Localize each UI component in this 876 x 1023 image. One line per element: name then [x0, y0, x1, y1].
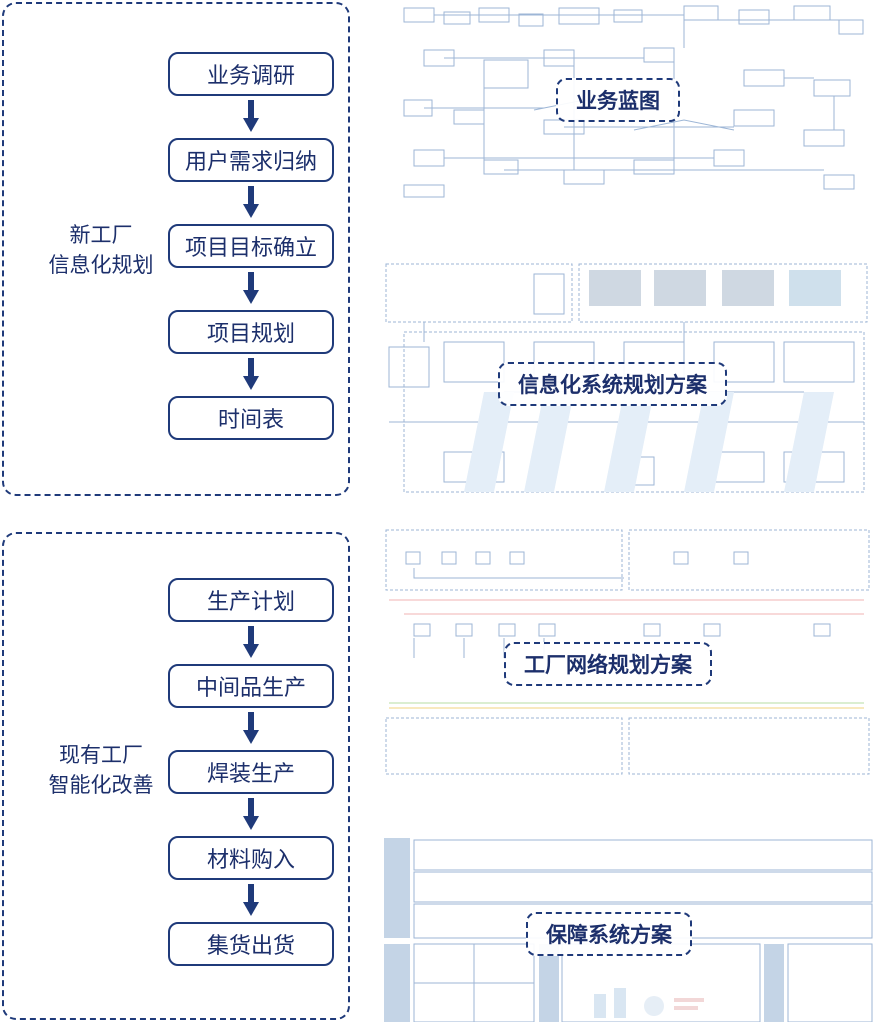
down-arrow-icon	[243, 626, 259, 658]
down-arrow-icon	[243, 884, 259, 916]
panel-label: 信息化系统规划方案	[498, 362, 727, 406]
it-system-plan-panel: 信息化系统规划方案	[384, 262, 874, 497]
step-project-planning: 项目规划	[168, 310, 334, 354]
business-blueprint-panel: 业务蓝图	[384, 0, 874, 205]
down-arrow-icon	[243, 358, 259, 390]
down-arrow-icon	[243, 798, 259, 830]
step-intermediate-production: 中间品生产	[168, 664, 334, 708]
down-arrow-icon	[243, 272, 259, 304]
step-production-plan: 生产计划	[168, 578, 334, 622]
existing-factory-group: 现有工厂 智能化改善	[2, 532, 350, 1020]
panel-label: 工厂网络规划方案	[504, 642, 712, 686]
down-arrow-icon	[243, 100, 259, 132]
network-diagram-image	[385, 529, 870, 775]
group-title: 现有工厂 智能化改善	[48, 743, 154, 797]
network-plan-panel: 工厂网络规划方案	[384, 528, 874, 776]
new-factory-group: 新工厂 信息化规划	[2, 2, 350, 496]
step-requirements: 用户需求归纳	[168, 138, 334, 182]
step-shipping: 集货出货	[168, 922, 334, 966]
step-project-goals: 项目目标确立	[168, 224, 334, 268]
support-system-panel: 保障系统方案	[384, 838, 874, 1022]
blueprint-diagram-image	[403, 5, 864, 198]
step-welding-production: 焊装生产	[168, 750, 334, 794]
step-timeline: 时间表	[168, 396, 334, 440]
group-title: 新工厂 信息化规划	[48, 223, 154, 277]
it-system-diagram-image	[385, 263, 868, 493]
step-business-research: 业务调研	[168, 52, 334, 96]
panel-label: 保障系统方案	[526, 912, 692, 956]
panel-label: 业务蓝图	[556, 78, 680, 122]
down-arrow-icon	[243, 712, 259, 744]
down-arrow-icon	[243, 186, 259, 218]
support-system-diagram-image	[384, 838, 873, 1022]
step-material-purchase: 材料购入	[168, 836, 334, 880]
